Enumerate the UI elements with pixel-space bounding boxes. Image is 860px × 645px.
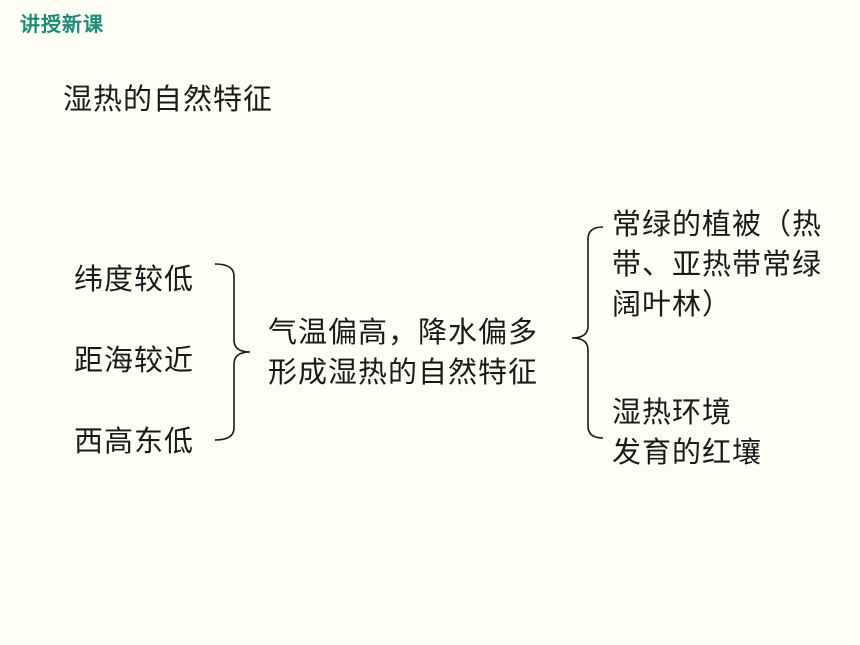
result-vegetation: 常绿的植被（热 带、亚热带常绿 阔叶林）: [612, 204, 822, 324]
cause-latitude: 纬度较低: [74, 262, 195, 296]
section-tag: 讲授新课: [20, 12, 104, 36]
slide-title: 湿热的自然特征: [63, 82, 274, 116]
vegetation-line-2: 带、亚热带常绿: [612, 247, 823, 281]
cause-near-sea: 距海较近: [74, 343, 195, 377]
cause-terrain: 西高东低: [74, 424, 195, 458]
middle-line-2: 形成湿热的自然特征: [268, 355, 539, 389]
left-brace: [214, 263, 251, 441]
vegetation-line-1: 常绿的植被（热: [612, 207, 823, 241]
middle-line-1: 气温偏高，降水偏多: [268, 315, 539, 349]
result-soil: 湿热环境 发育的红壤: [612, 392, 762, 472]
right-brace: [571, 226, 604, 439]
middle-box: 气温偏高，降水偏多 形成湿热的自然特征: [268, 312, 538, 392]
soil-line-1: 湿热环境: [612, 395, 733, 429]
vegetation-line-3: 阔叶林）: [612, 287, 733, 321]
soil-line-2: 发育的红壤: [612, 435, 763, 469]
